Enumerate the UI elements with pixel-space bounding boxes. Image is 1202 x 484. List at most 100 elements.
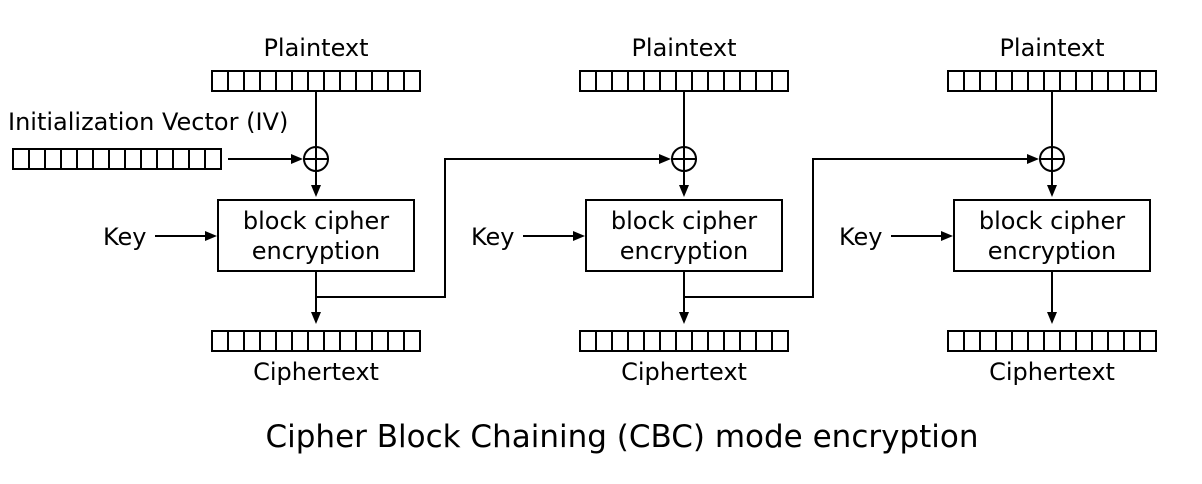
register-cell — [309, 332, 325, 350]
register-cell — [757, 332, 773, 350]
ciphertext-label: Ciphertext — [253, 358, 379, 386]
plaintext-register — [211, 70, 421, 92]
register-cell — [261, 332, 277, 350]
register-cell — [773, 72, 787, 90]
output-line — [683, 272, 685, 314]
register-cell — [126, 150, 142, 168]
register-cell — [14, 150, 30, 168]
register-cell — [693, 72, 709, 90]
block-cipher-label-line2: encryption — [619, 236, 749, 265]
register-cell — [206, 150, 220, 168]
register-cell — [709, 332, 725, 350]
register-cell — [1093, 332, 1109, 350]
register-cell — [981, 332, 997, 350]
key-label: Key — [839, 223, 883, 251]
xor-plus-bar — [303, 158, 329, 160]
xor-plus-bar — [671, 158, 697, 160]
ciphertext-label: Ciphertext — [989, 358, 1115, 386]
key-arrow-line — [891, 235, 943, 237]
register-cell — [629, 72, 645, 90]
register-cell — [1061, 332, 1077, 350]
register-cell — [1141, 332, 1155, 350]
plaintext-to-box-line — [315, 92, 317, 187]
output-arrowhead — [311, 312, 321, 324]
xor-to-box-arrowhead — [311, 185, 321, 197]
register-cell — [357, 72, 373, 90]
block-cipher-label-line1: block cipher — [610, 206, 758, 235]
register-cell — [341, 72, 357, 90]
ciphertext-register — [947, 330, 1157, 352]
ciphertext-register — [579, 330, 789, 352]
register-cell — [1109, 72, 1125, 90]
register-cell — [357, 332, 373, 350]
register-cell — [229, 72, 245, 90]
iv-to-xor-line — [228, 158, 293, 160]
register-cell — [949, 72, 965, 90]
register-cell — [581, 332, 597, 350]
block-cipher-label-line2: encryption — [987, 236, 1117, 265]
chain-line-top — [812, 158, 1027, 160]
register-cell — [1077, 72, 1093, 90]
key-arrowhead — [941, 231, 953, 241]
output-line — [315, 272, 317, 314]
register-cell — [46, 150, 62, 168]
register-cell — [309, 72, 325, 90]
register-cell — [1029, 332, 1045, 350]
iv-register — [12, 148, 222, 170]
register-cell — [597, 72, 613, 90]
register-cell — [997, 72, 1013, 90]
key-label: Key — [471, 223, 515, 251]
plaintext-to-box-line — [1051, 92, 1053, 187]
chain-line-bottom — [315, 296, 446, 298]
register-cell — [110, 150, 126, 168]
register-cell — [1125, 72, 1141, 90]
xor-to-box-arrowhead — [679, 185, 689, 197]
key-label: Key — [103, 223, 147, 251]
register-cell — [965, 332, 981, 350]
register-cell — [405, 332, 419, 350]
register-cell — [190, 150, 206, 168]
register-cell — [229, 332, 245, 350]
register-cell — [373, 332, 389, 350]
register-cell — [757, 72, 773, 90]
register-cell — [62, 150, 78, 168]
register-cell — [1093, 72, 1109, 90]
register-cell — [645, 72, 661, 90]
register-cell — [1061, 72, 1077, 90]
register-cell — [158, 150, 174, 168]
ciphertext-label: Ciphertext — [621, 358, 747, 386]
register-cell — [325, 332, 341, 350]
key-arrow-line — [155, 235, 207, 237]
block-cipher-box: block cipher encryption — [585, 199, 783, 272]
register-cell — [741, 72, 757, 90]
register-cell — [1029, 72, 1045, 90]
register-cell — [773, 332, 787, 350]
block-cipher-box: block cipher encryption — [217, 199, 415, 272]
register-cell — [94, 150, 110, 168]
key-arrowhead — [573, 231, 585, 241]
block-cipher-box: block cipher encryption — [953, 199, 1151, 272]
key-arrowhead — [205, 231, 217, 241]
register-cell — [213, 332, 229, 350]
register-cell — [1013, 72, 1029, 90]
diagram-title: Cipher Block Chaining (CBC) mode encrypt… — [265, 419, 979, 455]
register-cell — [277, 72, 293, 90]
register-cell — [341, 332, 357, 350]
output-arrowhead — [1047, 312, 1057, 324]
register-cell — [261, 72, 277, 90]
plaintext-to-box-line — [683, 92, 685, 187]
register-cell — [293, 332, 309, 350]
plaintext-register — [947, 70, 1157, 92]
block-cipher-label-line1: block cipher — [978, 206, 1126, 235]
register-cell — [373, 72, 389, 90]
xor-to-box-arrowhead — [1047, 185, 1057, 197]
register-cell — [1125, 332, 1141, 350]
register-cell — [613, 72, 629, 90]
register-cell — [142, 150, 158, 168]
register-cell — [597, 332, 613, 350]
register-cell — [213, 72, 229, 90]
register-cell — [389, 332, 405, 350]
register-cell — [709, 72, 725, 90]
plaintext-label: Plaintext — [263, 34, 369, 62]
